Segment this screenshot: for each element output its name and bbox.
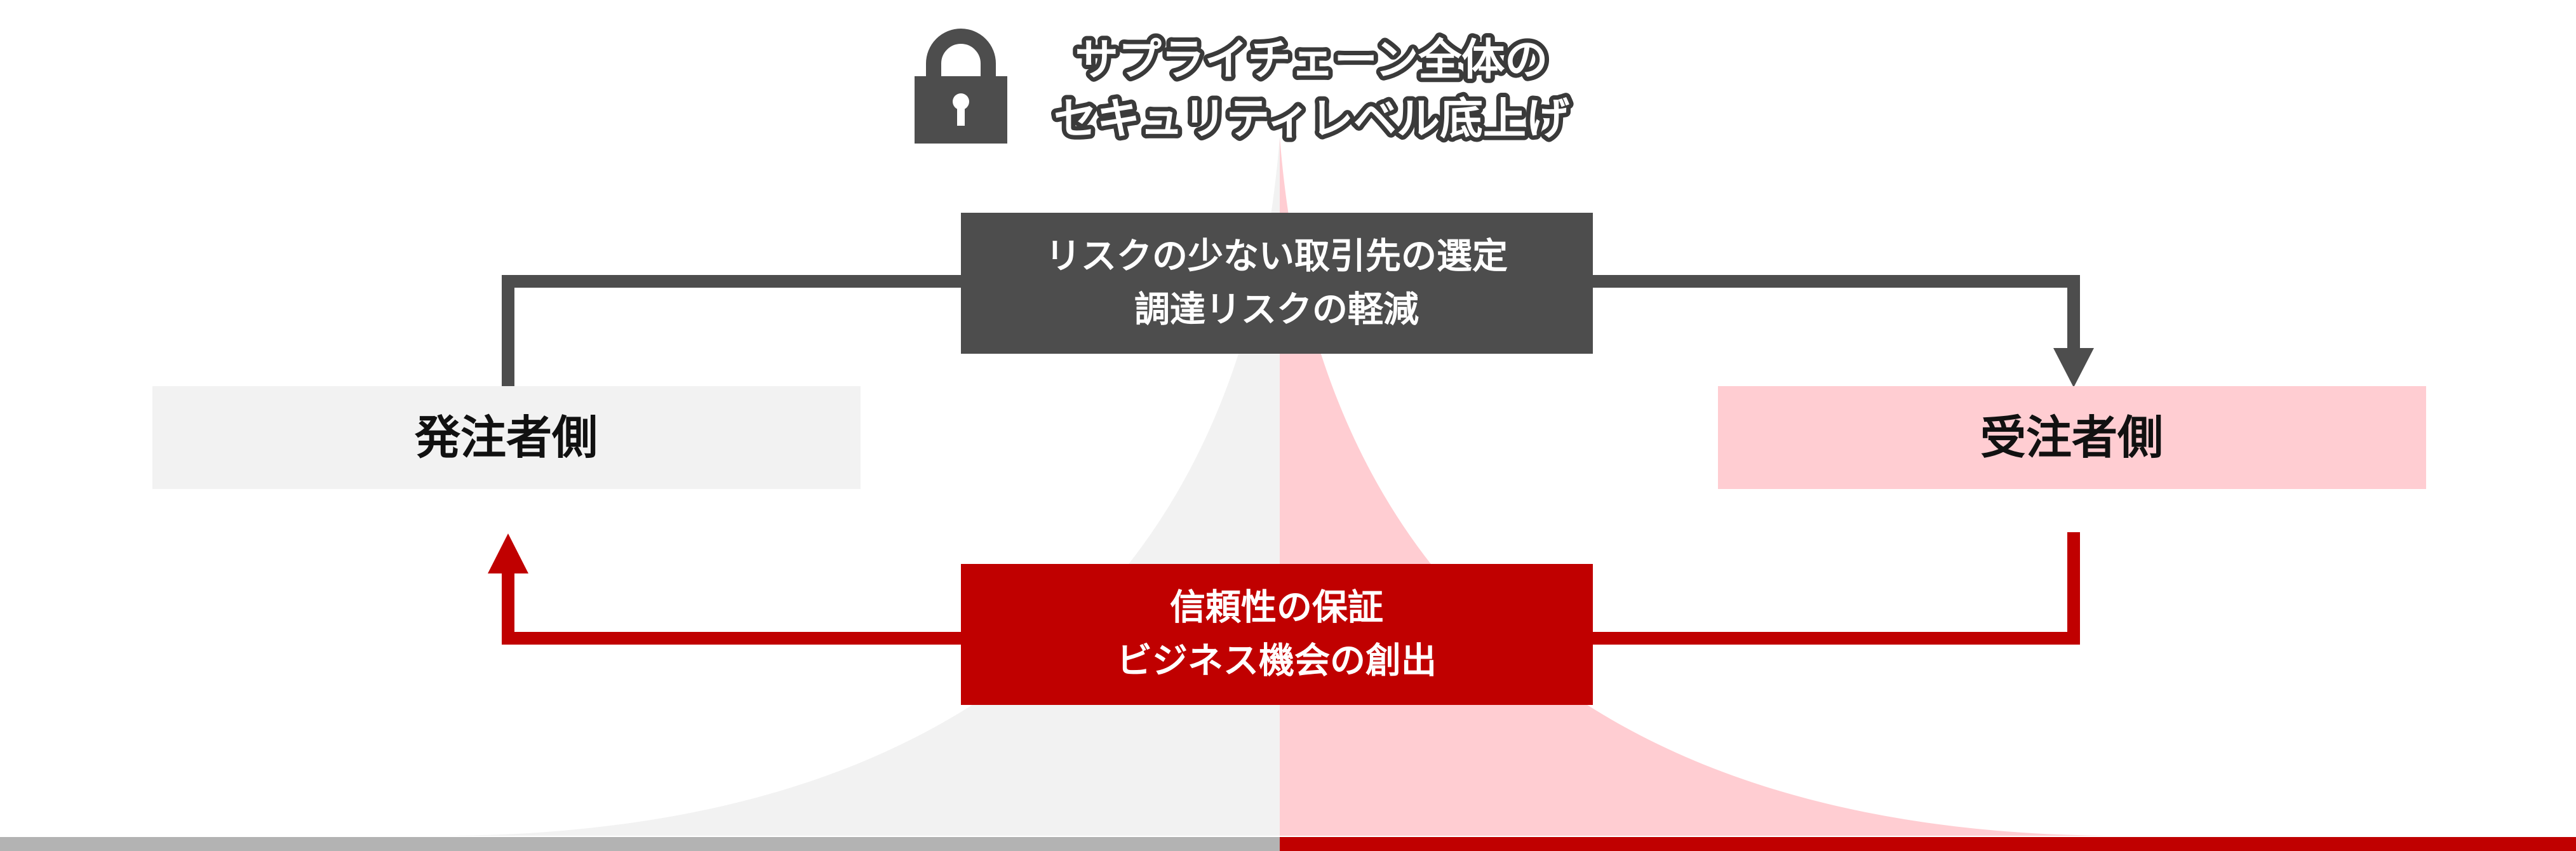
bottom-flow-box <box>961 564 1593 705</box>
top-flow-box <box>961 213 1593 354</box>
supplier-side-box <box>1718 386 2426 489</box>
bottom-flow-line1: 信頼性の保証 <box>1170 587 1383 629</box>
buyer-side-box <box>152 386 861 489</box>
top-flow-line2: 調達リスクの軽減 <box>1134 290 1419 331</box>
bottom-flow-line2: ビジネス機会の創出 <box>1117 641 1437 682</box>
base-bar-left <box>0 837 1280 851</box>
title-line2: セキュリティレベル底上げ <box>1054 95 1569 145</box>
title-line1: サプライチェーン全体の <box>1075 36 1548 86</box>
supplier-side-label: 受注者側 <box>1980 411 2163 464</box>
top-flow-line1: リスクの少ない取引先の選定 <box>1045 236 1508 278</box>
up-arrow-icon <box>488 533 528 573</box>
padlock-icon <box>915 29 1007 144</box>
buyer-side-label: 発注者側 <box>415 411 598 464</box>
down-arrow-icon <box>2053 348 2094 387</box>
base-bar-right <box>1280 837 2576 851</box>
